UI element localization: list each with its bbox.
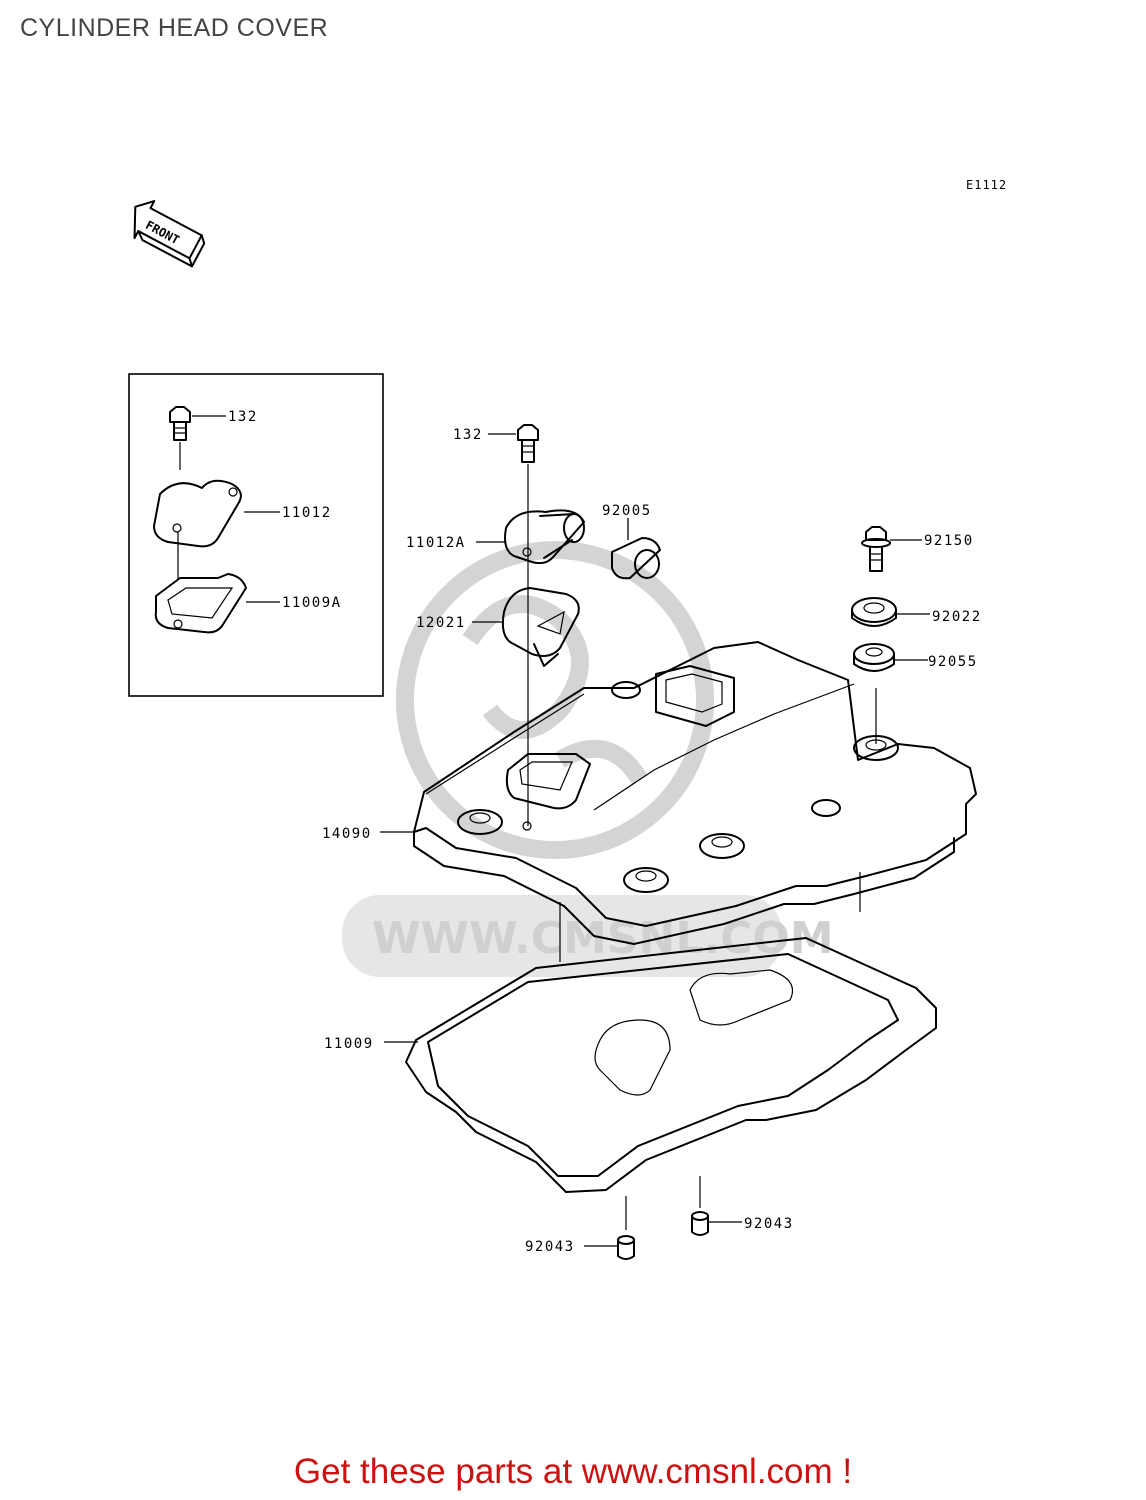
label-baffle: 12021 [416, 615, 466, 631]
label-breather-cap: 11012A [406, 535, 466, 551]
label-grommet: 92055 [928, 654, 978, 670]
footer-link[interactable]: Get these parts at www.cmsnl.com ! [293, 1452, 853, 1491]
inset-box [128, 373, 384, 697]
front-arrow-icon: FRONT [133, 200, 206, 268]
label-gasket: 11009 [324, 1036, 374, 1052]
label-main-bolt: 132 [453, 427, 483, 443]
dowel-pin-icon [691, 1211, 709, 1236]
gasket-icon [154, 573, 247, 634]
label-inset-gasket: 11009A [282, 595, 342, 611]
page-title: CYLINDER HEAD COVER [20, 14, 329, 42]
cover-cap-icon [153, 479, 242, 548]
cylinder-head-cover-icon [413, 641, 977, 962]
label-washer: 92022 [932, 609, 982, 625]
label-inset-bolt: 132 [228, 409, 258, 425]
label-cover: 14090 [322, 826, 372, 842]
flange-bolt-icon [861, 526, 891, 572]
label-inset-cap: 11012 [282, 505, 332, 521]
breather-cap-icon [504, 509, 585, 565]
bolt-icon [169, 406, 191, 441]
grommet-icon [853, 643, 895, 672]
label-dowel-right: 92043 [744, 1216, 794, 1232]
dowel-pin-icon [617, 1235, 635, 1260]
cover-gasket-icon [405, 937, 937, 1193]
hose-icon [611, 537, 661, 580]
label-hose: 92005 [602, 503, 652, 519]
washer-icon [851, 597, 897, 627]
bolt-icon [517, 424, 539, 463]
label-bolt: 92150 [924, 533, 974, 549]
label-dowel-left: 92043 [525, 1239, 575, 1255]
diagram-code: E1112 [966, 178, 1008, 192]
baffle-plate-icon [501, 587, 580, 667]
